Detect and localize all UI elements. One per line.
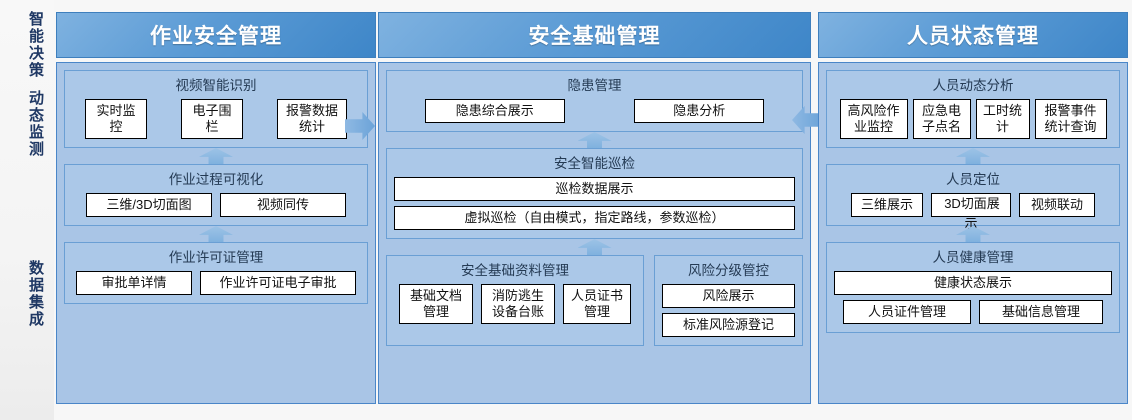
box-realtime-monitoring[interactable]: 实时监控	[85, 99, 147, 139]
up-arrow-icon	[577, 132, 612, 149]
section-personnel-health-management[interactable]: 人员健康管理 健康状态展示 人员证件管理 基础信息管理	[826, 242, 1120, 333]
connector-up-arrow-1	[826, 148, 1120, 165]
box-row: 标准风险源登记	[662, 313, 795, 337]
box-working-hours-statistics[interactable]: 工时统计	[975, 99, 1030, 139]
section-video-intelligent-recognition[interactable]: 视频智能识别 实时监控 电子围栏 报警数据统计	[64, 70, 368, 148]
section-title: 风险分级管控	[688, 263, 769, 278]
left-sidebar: 智能决策 动态监测 数据集成	[0, 0, 54, 420]
box-row: 虚拟巡检（自由模式，指定路线，参数巡检）	[394, 206, 795, 230]
connector-up-arrow-1	[64, 148, 368, 165]
column-header-safety-basic: 安全基础管理	[378, 12, 811, 58]
box-3d-section-display-visible-text: 3D切面展	[944, 196, 1000, 211]
box-standard-risk-source-registration[interactable]: 标准风险源登记	[662, 313, 795, 337]
box-row: 健康状态展示	[834, 271, 1112, 295]
section-hidden-danger-management[interactable]: 隐患管理 隐患综合展示 隐患分析	[386, 70, 803, 132]
box-virtual-inspection[interactable]: 虚拟巡检（自由模式，指定路线，参数巡检）	[394, 206, 795, 230]
column-header-operation-safety: 作业安全管理	[56, 12, 376, 58]
sidebar-label-intelligent-decision: 智能决策	[27, 11, 44, 79]
box-alarm-data-statistics[interactable]: 报警数据统计	[277, 99, 347, 139]
box-row: 高风险作业监控 应急电子点名 工时统计 报警事件统计查询	[834, 99, 1112, 139]
box-video-linkage[interactable]: 视频联动	[1019, 193, 1095, 217]
box-row: 三维展示 3D切面展 示 视频联动	[834, 193, 1112, 231]
section-title: 作业许可证管理	[168, 250, 264, 265]
box-video-simultaneous-transmission[interactable]: 视频同传	[220, 193, 346, 217]
section-title: 人员健康管理	[932, 250, 1014, 265]
up-arrow-icon	[577, 239, 612, 256]
connector-up-arrow-2	[64, 226, 368, 243]
section-safety-basic-data-management[interactable]: 安全基础资料管理 基础文档管理 消防逃生设备台账 人员证书管理	[386, 255, 644, 346]
up-arrow-icon	[956, 226, 990, 243]
section-title: 人员定位	[946, 172, 1000, 187]
section-personnel-positioning[interactable]: 人员定位 三维展示 3D切面展 示 视频联动	[826, 164, 1120, 231]
box-row: 隐患综合展示 隐患分析	[394, 99, 795, 123]
section-work-permit-management[interactable]: 作业许可证管理 审批单详情 作业许可证电子审批	[64, 242, 368, 304]
box-row: 三维/3D切面图 视频同传	[72, 193, 360, 217]
section-title: 视频智能识别	[175, 78, 257, 93]
box-3d-display[interactable]: 三维展示	[851, 193, 923, 217]
box-personnel-certificate-management[interactable]: 人员证书管理	[563, 284, 631, 324]
connector-up-arrow-2	[826, 226, 1120, 243]
section-safety-intelligent-inspection[interactable]: 安全智能巡检 巡检数据展示 虚拟巡检（自由模式，指定路线，参数巡检）	[386, 148, 803, 239]
up-arrow-icon	[199, 148, 233, 165]
box-basic-document-management[interactable]: 基础文档管理	[399, 284, 473, 324]
box-row: 基础文档管理 消防逃生设备台账 人员证书管理	[394, 284, 636, 324]
bottom-sections-group: 安全基础资料管理 基础文档管理 消防逃生设备台账 人员证书管理 风险分级管控 风…	[386, 255, 803, 346]
box-alarm-event-statistics-query[interactable]: 报警事件统计查询	[1034, 99, 1107, 139]
box-work-permit-e-approval[interactable]: 作业许可证电子审批	[200, 271, 356, 295]
section-personnel-dynamic-analysis[interactable]: 人员动态分析 高风险作业监控 应急电子点名 工时统计 报警事件统计查询	[826, 70, 1120, 148]
box-risk-display[interactable]: 风险展示	[662, 284, 795, 308]
section-risk-grading-control[interactable]: 风险分级管控 风险展示 标准风险源登记	[654, 255, 803, 346]
box-fire-escape-equipment-ledger[interactable]: 消防逃生设备台账	[481, 284, 555, 324]
connector-up-arrow-2	[386, 239, 803, 256]
box-high-risk-operation-monitoring[interactable]: 高风险作业监控	[839, 99, 908, 139]
box-row: 审批单详情 作业许可证电子审批	[72, 271, 360, 295]
section-title: 安全智能巡检	[554, 156, 635, 171]
sidebar-label-data-integration: 数据集成	[27, 260, 44, 328]
column-body-operation-safety: 视频智能识别 实时监控 电子围栏 报警数据统计 作业过程可视化 三维/3D切面图…	[56, 62, 376, 404]
box-emergency-electronic-rollcall[interactable]: 应急电子点名	[912, 99, 971, 139]
column-body-personnel-status: 人员动态分析 高风险作业监控 应急电子点名 工时统计 报警事件统计查询 人员定位…	[818, 62, 1128, 404]
column-header-personnel-status: 人员状态管理	[818, 12, 1128, 58]
column-safety-basic-management: 安全基础管理 隐患管理 隐患综合展示 隐患分析 安全智能巡检 巡检数据展示 虚拟…	[378, 12, 811, 404]
box-row: 实时监控 电子围栏 报警数据统计	[72, 99, 360, 139]
section-title: 人员动态分析	[932, 78, 1014, 93]
section-title: 隐患管理	[567, 78, 622, 93]
box-inspection-data-display[interactable]: 巡检数据展示	[394, 177, 795, 201]
section-operation-process-visualization[interactable]: 作业过程可视化 三维/3D切面图 视频同传	[64, 164, 368, 226]
connector-up-arrow-1	[386, 132, 803, 149]
section-title: 安全基础资料管理	[461, 263, 569, 278]
column-operation-safety-management: 作业安全管理 视频智能识别 实时监控 电子围栏 报警数据统计 作业过程可视化 三…	[56, 12, 376, 404]
box-row: 风险展示	[662, 284, 795, 308]
box-3d-section-display[interactable]: 3D切面展 示	[931, 193, 1011, 231]
up-arrow-icon	[199, 226, 233, 243]
box-row: 巡检数据展示	[394, 177, 795, 201]
section-title: 作业过程可视化	[168, 172, 264, 187]
sidebar-label-dynamic-monitoring: 动态监测	[27, 90, 44, 158]
box-row: 人员证件管理 基础信息管理	[834, 300, 1112, 324]
box-hidden-danger-overview[interactable]: 隐患综合展示	[424, 99, 565, 123]
box-approval-form-detail[interactable]: 审批单详情	[76, 271, 192, 295]
column-personnel-status-management: 人员状态管理 人员动态分析 高风险作业监控 应急电子点名 工时统计 报警事件统计…	[818, 12, 1128, 404]
box-electronic-fence[interactable]: 电子围栏	[181, 99, 243, 139]
box-basic-info-management[interactable]: 基础信息管理	[979, 300, 1103, 324]
box-hidden-danger-analysis[interactable]: 隐患分析	[634, 99, 765, 123]
box-3d-section-view[interactable]: 三维/3D切面图	[86, 193, 212, 217]
box-personnel-id-management[interactable]: 人员证件管理	[843, 300, 971, 324]
box-health-status-display[interactable]: 健康状态展示	[834, 271, 1112, 295]
column-body-safety-basic: 隐患管理 隐患综合展示 隐患分析 安全智能巡检 巡检数据展示 虚拟巡检（自由模式…	[378, 62, 811, 404]
up-arrow-icon	[956, 148, 990, 165]
